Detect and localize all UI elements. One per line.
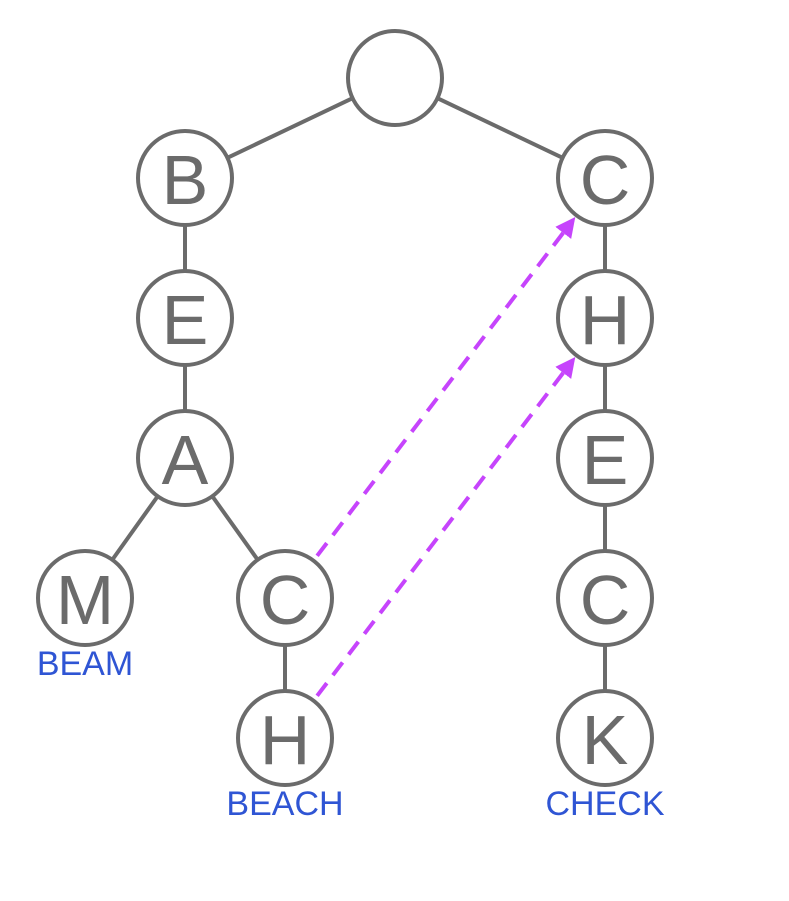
trie-node-bea: A (136, 409, 234, 507)
trie-node-che: E (556, 409, 654, 507)
node-letter: H (580, 281, 631, 359)
node-circle (556, 269, 654, 367)
node-circle (346, 29, 444, 127)
tree-edge-root-c (436, 96, 564, 160)
node-circle (556, 549, 654, 647)
suffix-link-arrow-beach-to-ch (315, 356, 576, 698)
word-labels: BEAM BEACH CHECK (37, 645, 665, 823)
node-letter: E (162, 281, 209, 359)
tree-edge-bea-beac (210, 495, 260, 561)
trie-node-beam: M (36, 549, 134, 647)
trie-node-beac: C (236, 549, 334, 647)
trie-node-ch: H (556, 269, 654, 367)
node-circle (136, 269, 234, 367)
node-circle (556, 129, 654, 227)
node-circle (556, 409, 654, 507)
trie-node-b: B (136, 129, 234, 227)
node-circle (136, 129, 234, 227)
node-letter: C (580, 141, 631, 219)
word-label-beach: BEACH (226, 785, 343, 823)
trie-node-check: K (556, 689, 654, 787)
word-label-check: CHECK (545, 785, 664, 823)
suffix-links (315, 216, 576, 698)
trie-node-c: C (556, 129, 654, 227)
node-letter: E (582, 421, 629, 499)
trie-node-chec: C (556, 549, 654, 647)
node-circle (236, 549, 334, 647)
trie-node-beach: H (236, 689, 334, 787)
word-label-beam: BEAM (37, 645, 133, 683)
node-letter: H (260, 701, 311, 779)
node-letter: K (582, 701, 629, 779)
node-letter: M (56, 561, 114, 639)
trie-node-be: E (136, 269, 234, 367)
node-letter: C (580, 561, 631, 639)
node-letter: C (260, 561, 311, 639)
node-circle (136, 409, 234, 507)
node-letter: B (162, 141, 209, 219)
node-circle (556, 689, 654, 787)
suffix-link-arrow-beac-to-c (315, 216, 576, 558)
tree-edges (110, 96, 607, 691)
tree-edge-root-b (226, 96, 354, 160)
node-circle (36, 549, 134, 647)
node-circle (236, 689, 334, 787)
trie-node-root (346, 29, 444, 127)
tree-edge-bea-beam (110, 495, 160, 561)
node-letter: A (162, 421, 209, 499)
